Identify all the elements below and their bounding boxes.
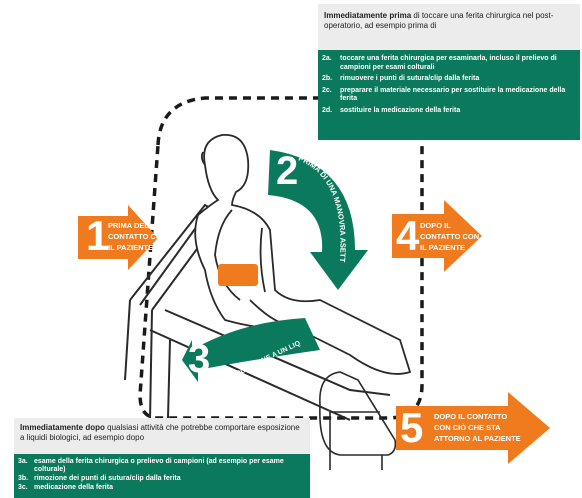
bottom-box-header: Immediatamente dopo qualsiasi attività c… [14, 418, 310, 454]
list-item: 2d.sostituire la medicazione della ferit… [322, 106, 461, 114]
moment-3-number: 3 [188, 337, 211, 381]
wound-dressing [218, 264, 258, 286]
arrow-moment-2 [268, 150, 368, 290]
list-item: 3a.esame della ferita chirurgica o preli… [18, 458, 284, 473]
bottom-box-header-rest: qualsiasi attività che potrebbe comporta… [20, 423, 300, 442]
bedside-couch [319, 371, 397, 470]
moment-2-label: PRIMA DI UNA MANOVRA ASETTICA [0, 0, 348, 263]
arrow-moment-4 [392, 200, 482, 272]
moment-1-label: PRIMA DEL CONTATTO CON IL PAZIENTE [108, 221, 168, 252]
top-box-list: 2a.toccare una ferita chirurgica per esa… [318, 50, 580, 140]
moment-4-number: 4 [396, 212, 420, 259]
moment-4-label: DOPO IL CONTATTO CON IL PAZIENTE [420, 221, 480, 252]
top-box-header-rest: di toccare una ferita chirurgica nel pos… [324, 11, 554, 30]
top-box-header-bold: Immediatamente prima [324, 11, 412, 20]
list-item: 2c.preparare il materiale necessario per… [322, 86, 566, 103]
moment-5-number: 5 [400, 404, 424, 451]
chair [124, 203, 391, 421]
arrow-moment-1 [78, 205, 158, 270]
list-item: 3c.medicazione della ferita [18, 484, 113, 491]
list-item: 2a.toccare una ferita chirurgica per esa… [322, 55, 557, 71]
list-item: 2b.rimuovere i punti di sutura/clip dall… [322, 75, 480, 82]
arrow-moment-3 [182, 318, 320, 382]
list-item: 3b.rimozione dei punti di sutura/clip da… [18, 475, 181, 482]
moment-5-label: DOPO IL CONTATTO CON CIÒ CHE STA ATTORNO… [434, 412, 521, 443]
top-box-header: Immediatamente prima di toccare una feri… [318, 4, 580, 50]
bottom-box-list: 3a.esame della ferita chirurgica o preli… [14, 454, 310, 498]
moment-2-number: 2 [276, 149, 299, 193]
arrow-moment-5 [396, 392, 550, 464]
moment-1-number: 1 [86, 212, 110, 259]
bottom-box-header-bold: Immediatamente dopo [20, 423, 105, 432]
